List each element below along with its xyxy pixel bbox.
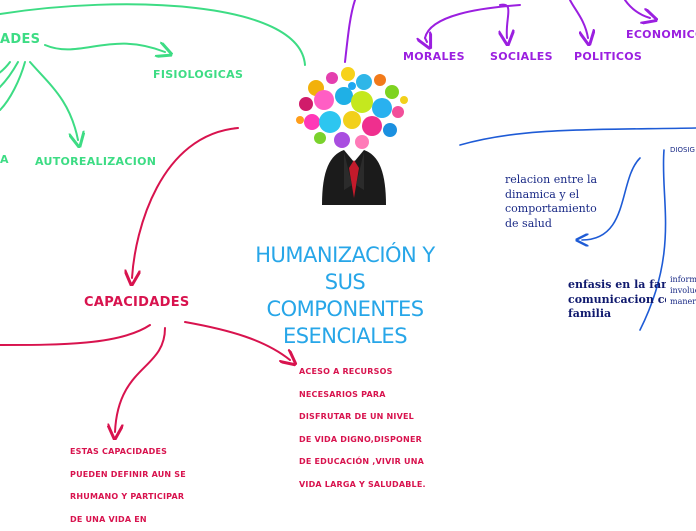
green-branch-lines — [0, 3, 306, 140]
autorealizacion-node: AUTOREALIZACION — [35, 155, 157, 168]
sociales-node: SOCIALES — [490, 50, 553, 63]
relacion-note: relacion entre la dinamica y el comporta… — [505, 173, 598, 230]
connector-lines — [0, 0, 696, 520]
crimson-branch-lines — [0, 127, 290, 432]
politicos-node: POLITICOS — [574, 50, 643, 63]
purple-branch-lines — [344, 0, 650, 63]
suit-body-icon — [322, 150, 386, 205]
left-fragment-node: A — [0, 153, 9, 166]
enfasis-note: enfasis en la famil comunicacion cor fam… — [568, 278, 666, 320]
capacidades-left-note: ESTAS CAPACIDADES PUEDEN DEFINIR AUN SE … — [70, 447, 186, 524]
blue-branch-lines — [459, 127, 696, 331]
capacidades-right-note: ACESO A RECURSOS NECESARIOS PARA DISFRUT… — [299, 367, 426, 489]
diosig-node: DIOSIG — [670, 146, 695, 154]
paint-splash-head — [296, 67, 408, 149]
morales-node: MORALES — [403, 50, 465, 63]
central-title: HUMANIZACIÓN Y SUS COMPONENTES ESENCIALE… — [255, 243, 435, 348]
capacidades-node: CAPACIDADES — [84, 295, 190, 310]
fisiologicas-node: FISIOLOGICAS — [153, 68, 244, 81]
inform-note: inform involuc maner — [670, 275, 696, 306]
green-top-label: ADES — [0, 32, 41, 47]
economico-node: ECONOMICO — [626, 28, 696, 41]
